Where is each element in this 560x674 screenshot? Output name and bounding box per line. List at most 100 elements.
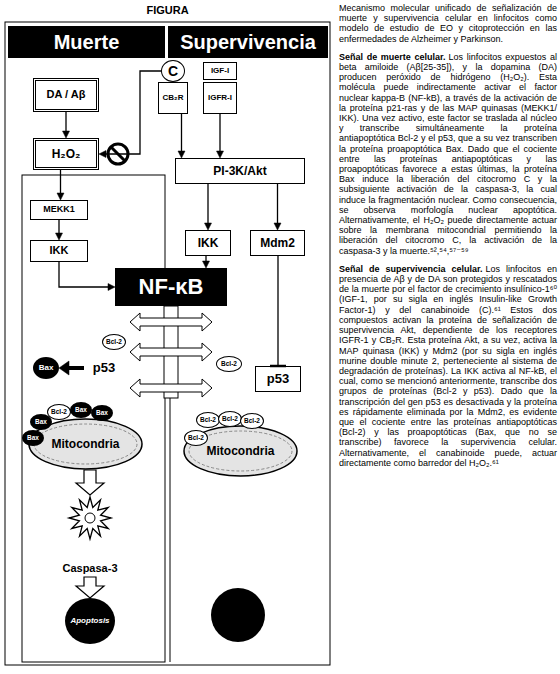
connector (270, 256, 286, 366)
process-box: H₂O₂ (33, 138, 99, 170)
node-text: Bcl-2 (222, 416, 238, 423)
connector (205, 184, 212, 230)
connector (217, 114, 224, 158)
node-text: C (168, 64, 178, 79)
node-text: Supervivencia (180, 32, 316, 53)
connector-line (207, 184, 208, 224)
inhibition-slash (111, 147, 125, 161)
process-box: Mdm2 (250, 230, 305, 256)
arrow-head (59, 361, 69, 375)
process-box: CB₂R (158, 82, 188, 114)
connector-line (277, 184, 278, 224)
apoptotic-nucleus: Apoptosis (65, 598, 115, 644)
connector-line (59, 262, 109, 287)
connector (178, 114, 185, 158)
bcl2-protein: Bcl-2 (196, 412, 220, 428)
starburst (69, 497, 111, 539)
death-panel-frame (22, 175, 165, 662)
paragraph-heading: Señal de muerte celular. (339, 52, 446, 62)
arrow-head (57, 193, 64, 200)
survival-panel-frame (170, 306, 171, 662)
connector (76, 470, 104, 495)
node-text: Bax (96, 410, 108, 417)
connector (59, 361, 84, 375)
nfkb-box: NF-κB (115, 268, 227, 306)
block-arrow (76, 577, 104, 598)
node-text: IGF-I (211, 67, 229, 75)
caption-text: Mecanismo molecular unificado de señaliz… (339, 3, 557, 44)
protein-label: p53 (84, 358, 124, 378)
node-text: CB₂R (163, 94, 184, 102)
transcription-arrow (130, 379, 212, 397)
arrow-head (63, 131, 70, 138)
node-text: Bcl-2 (200, 417, 216, 424)
caspase-starburst: Caspasa-3 (55, 495, 125, 577)
connector-line (60, 170, 61, 194)
node-text: Bcl-2 (188, 435, 204, 442)
connector (59, 262, 115, 291)
connector (56, 220, 63, 240)
connector-line (181, 114, 182, 152)
bcl2-protein: Bcl-2 (216, 356, 242, 372)
process-box: DA / Aβ (33, 78, 99, 112)
bcl2-protein: Bcl-2 (218, 411, 242, 427)
node-text: IKK (50, 245, 69, 257)
connector (57, 170, 64, 200)
node-text: DA / Aβ (47, 89, 86, 101)
arrow-head (99, 151, 106, 158)
arrow-head (178, 151, 185, 158)
transcription-arrow (130, 343, 212, 361)
node-text: p53 (93, 361, 115, 375)
bax-protein: Bax (30, 414, 52, 430)
node-text: Bax (75, 407, 87, 414)
connector (99, 71, 161, 158)
bax-protein: Bax (22, 430, 44, 446)
node-text: Mitocondria (207, 445, 275, 458)
node-text: Bax (39, 364, 54, 372)
inhibition-bar (270, 365, 286, 368)
process-box: IKK (30, 240, 88, 262)
bax-protein: Bax (91, 405, 113, 421)
process-box: IGF-I (203, 62, 237, 80)
paragraph-body: Los linfocitos en presencia de Aβ y de D… (339, 264, 557, 468)
node-text: H₂O₂ (52, 148, 81, 161)
connector-line (277, 256, 278, 366)
figure-title: FIGURA (5, 4, 330, 16)
starburst-core (85, 513, 95, 523)
process-box: p53 (255, 366, 301, 392)
connector (76, 577, 104, 598)
connector-line (105, 71, 161, 154)
outer-membrane (184, 426, 297, 476)
header-band: Supervivencia (168, 26, 328, 58)
arrow-head (217, 151, 224, 158)
node-text: Caspasa-3 (62, 563, 117, 575)
healthy-nucleus (211, 588, 265, 642)
starburst-outline (55, 495, 125, 543)
connector (63, 112, 70, 138)
process-box: IKK (185, 230, 231, 256)
connector-line (205, 256, 206, 262)
paragraph-body: Los linfocitos expuestos al beta amiloid… (339, 52, 557, 256)
node-text: MEKK1 (43, 205, 75, 214)
process-box: MEKK1 (30, 200, 88, 220)
node-text: PI-3K/Akt (213, 165, 266, 178)
arrow-head (203, 261, 210, 268)
connector-line (67, 366, 84, 370)
arrow-head (56, 233, 63, 240)
node-text: Bcl-2 (221, 361, 237, 368)
arrow-head (205, 223, 212, 230)
bcl2-protein: Bcl-2 (102, 334, 126, 350)
node-text: IGFR-I (208, 94, 232, 102)
node-text: p53 (267, 372, 289, 386)
node-text: NF-κB (139, 275, 204, 298)
connector-line (58, 220, 59, 234)
node-text: Muerte (54, 32, 120, 53)
inhibition-symbol (108, 144, 128, 164)
node-text: Mitocondria (52, 438, 120, 451)
block-arrow (76, 470, 104, 495)
connector-line (65, 112, 66, 132)
connector-line (219, 114, 220, 152)
bax-protein: Bax (33, 357, 59, 379)
node-text: Bcl-2 (106, 339, 122, 346)
